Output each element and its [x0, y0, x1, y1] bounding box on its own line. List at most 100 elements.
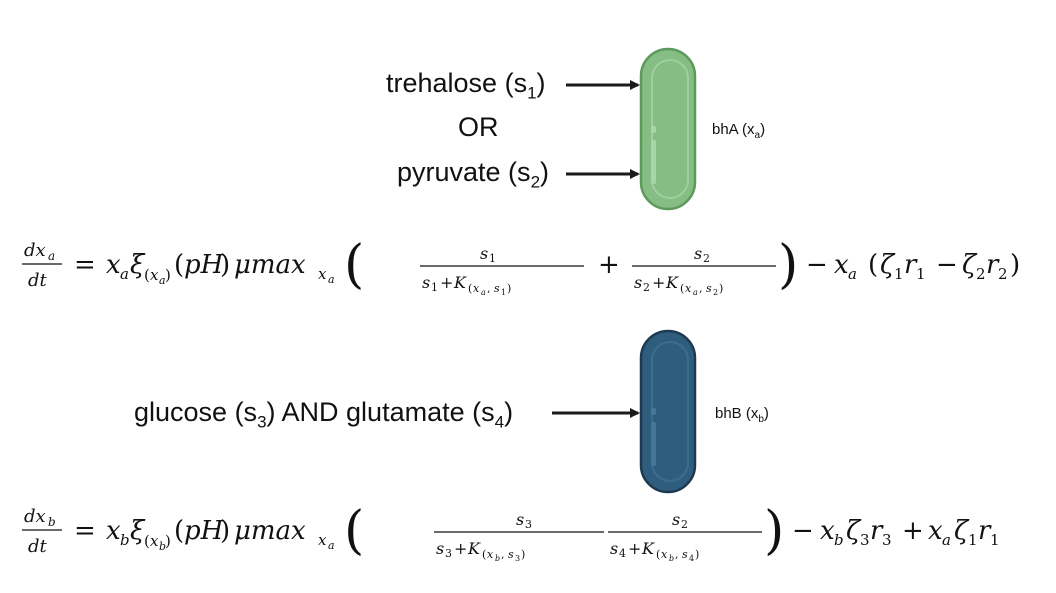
svg-text:b: b	[834, 531, 844, 549]
svg-text:1: 1	[501, 288, 506, 297]
svg-text:=: =	[74, 516, 96, 546]
svg-text:s: s	[610, 539, 618, 558]
svg-text:a: a	[693, 288, 698, 297]
svg-text:a: a	[942, 531, 951, 549]
svg-text:a: a	[120, 265, 129, 283]
svg-text:+: +	[652, 273, 665, 292]
svg-text:(: (	[344, 501, 364, 561]
svg-text:s: s	[672, 510, 680, 529]
svg-text:(: (	[468, 282, 472, 295]
svg-text:(: (	[344, 235, 364, 295]
svg-text:b: b	[159, 540, 166, 553]
svg-text:): )	[778, 235, 798, 295]
svg-text:dx: dx	[24, 506, 46, 527]
svg-text:ζ: ζ	[954, 516, 970, 546]
svg-text:b: b	[48, 515, 56, 529]
svg-text:s: s	[508, 548, 514, 561]
svg-text:s: s	[706, 282, 712, 295]
svg-text:(: (	[174, 250, 184, 280]
svg-text:1: 1	[990, 531, 1000, 549]
svg-text:b: b	[495, 554, 500, 563]
svg-text:r: r	[978, 516, 992, 546]
svg-text:+: +	[440, 273, 453, 292]
svg-text:): )	[220, 250, 230, 280]
svg-text:(: (	[174, 516, 184, 546]
svg-text:pH: pH	[184, 516, 225, 546]
svg-text:2: 2	[713, 288, 718, 297]
svg-text:ζ: ζ	[962, 250, 978, 280]
svg-text:dt: dt	[28, 270, 48, 291]
svg-text:μmax: μmax	[234, 516, 306, 546]
bacterium-bhb-icon	[639, 329, 697, 494]
svg-text:x: x	[106, 250, 121, 280]
svg-text:3: 3	[515, 554, 520, 563]
svg-text:x: x	[685, 282, 692, 295]
svg-text:pH: pH	[184, 250, 225, 280]
svg-text:,: ,	[699, 282, 703, 295]
svg-text:2: 2	[681, 518, 688, 531]
svg-text:2: 2	[703, 252, 710, 265]
svg-text:r: r	[986, 250, 1000, 280]
svg-text:x: x	[473, 282, 480, 295]
svg-text:K: K	[453, 273, 467, 292]
svg-text:4: 4	[619, 547, 626, 560]
svg-text:x: x	[834, 250, 849, 280]
svg-text:+: +	[454, 539, 467, 558]
svg-text:(: (	[144, 266, 150, 284]
svg-text:1: 1	[489, 252, 496, 265]
svg-text:K: K	[467, 539, 481, 558]
svg-text:x: x	[150, 532, 159, 550]
substrates-bottom-label: glucose (s3) AND glutamate (s4)	[134, 397, 514, 432]
svg-text:a: a	[48, 249, 55, 263]
svg-text:x: x	[318, 265, 327, 283]
svg-text:x: x	[318, 531, 327, 549]
svg-text:1: 1	[968, 531, 978, 549]
svg-text:dt: dt	[28, 536, 48, 557]
svg-text:dx: dx	[24, 240, 46, 261]
svg-text:(: (	[868, 250, 878, 280]
svg-text:x: x	[106, 516, 121, 546]
svg-text:(: (	[482, 548, 486, 561]
svg-text:μmax: μmax	[234, 250, 306, 280]
svg-text:+: +	[628, 539, 641, 558]
svg-text:=: =	[74, 250, 96, 280]
svg-text:): )	[695, 548, 699, 561]
svg-text:): )	[507, 282, 511, 295]
svg-text:): )	[165, 266, 171, 284]
svg-text:s: s	[634, 273, 642, 292]
svg-text:−: −	[792, 516, 814, 546]
svg-text:x: x	[928, 516, 943, 546]
svg-text:ζ: ζ	[846, 516, 862, 546]
svg-text:(: (	[656, 548, 660, 561]
svg-text:): )	[764, 501, 784, 561]
svg-text:3: 3	[445, 547, 452, 560]
substrate2-label: pyruvate (s2)	[397, 157, 550, 192]
svg-text:3: 3	[525, 518, 532, 531]
svg-text:4: 4	[689, 554, 694, 563]
svg-text:): )	[165, 532, 171, 550]
svg-text:−: −	[936, 250, 958, 280]
svg-text:s: s	[682, 548, 688, 561]
svg-text:a: a	[481, 288, 486, 297]
or-label: OR	[458, 112, 499, 142]
svg-text:x: x	[661, 548, 668, 561]
svg-text:s: s	[694, 244, 702, 263]
svg-text:s: s	[516, 510, 524, 529]
svg-text:3: 3	[860, 531, 870, 549]
svg-text:2: 2	[643, 281, 650, 294]
svg-text:(: (	[680, 282, 684, 295]
bacterium-bha-icon	[639, 47, 697, 211]
svg-text:1: 1	[916, 265, 926, 283]
svg-text:K: K	[641, 539, 655, 558]
organism-bha-label: bhA (xa)	[712, 121, 766, 141]
svg-text:s: s	[494, 282, 500, 295]
svg-text:(: (	[144, 532, 150, 550]
svg-text:r: r	[870, 516, 884, 546]
svg-text:2: 2	[998, 265, 1008, 283]
svg-text:x: x	[820, 516, 835, 546]
svg-text:+: +	[902, 516, 924, 546]
svg-text:x: x	[150, 266, 159, 284]
